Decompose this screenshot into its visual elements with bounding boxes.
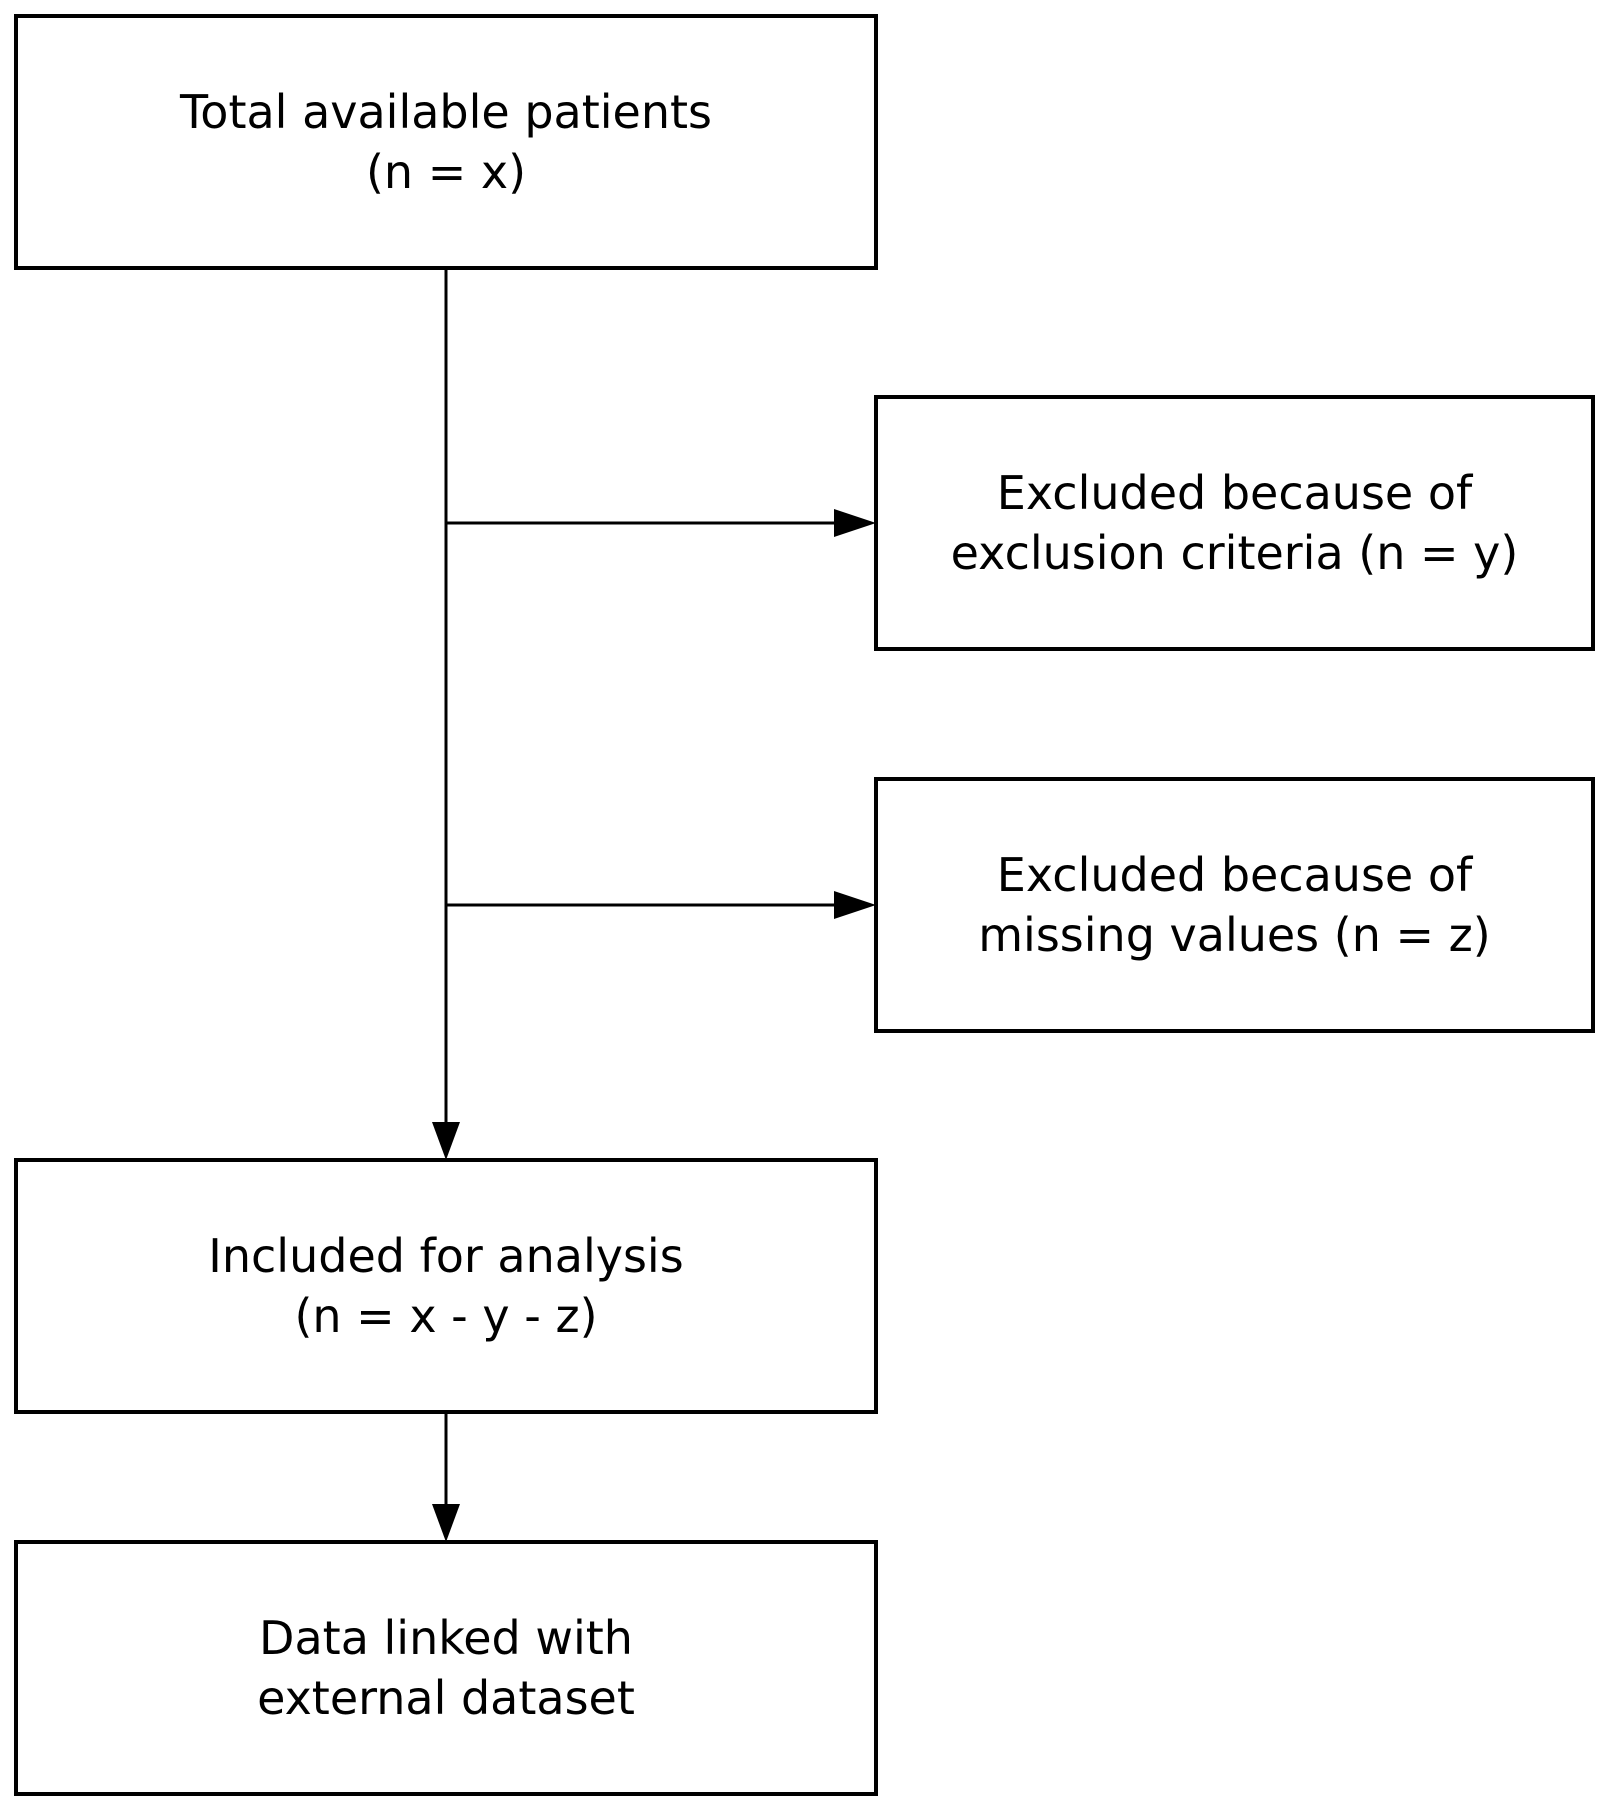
excluded-missing-count: missing values (n = z) bbox=[978, 908, 1491, 962]
excluded-missing-box: Excluded because of missing values (n = … bbox=[874, 777, 1595, 1033]
excluded-missing-label: Excluded because of bbox=[996, 848, 1473, 902]
arrowhead-to-included bbox=[432, 1122, 460, 1160]
data-linked-label: Data linked with bbox=[259, 1611, 633, 1665]
included-analysis-box: Included for analysis (n = x - y - z) bbox=[14, 1158, 878, 1414]
arrowhead-to-missing-values bbox=[834, 891, 876, 919]
included-analysis-count: (n = x - y - z) bbox=[294, 1289, 598, 1343]
total-patients-count: (n = x) bbox=[365, 145, 527, 199]
excluded-criteria-count: exclusion criteria (n = y) bbox=[950, 526, 1519, 580]
arrowhead-to-linked bbox=[432, 1504, 460, 1542]
excluded-criteria-label: Excluded because of bbox=[996, 466, 1473, 520]
total-patients-box: Total available patients (n = x) bbox=[14, 14, 878, 270]
data-linked-box: Data linked with external dataset bbox=[14, 1540, 878, 1796]
arrowhead-to-exclusion-criteria bbox=[834, 509, 876, 537]
data-linked-detail: external dataset bbox=[257, 1671, 635, 1725]
total-patients-label: Total available patients bbox=[180, 85, 712, 139]
excluded-criteria-box: Excluded because of exclusion criteria (… bbox=[874, 395, 1595, 651]
included-analysis-label: Included for analysis bbox=[208, 1229, 684, 1283]
